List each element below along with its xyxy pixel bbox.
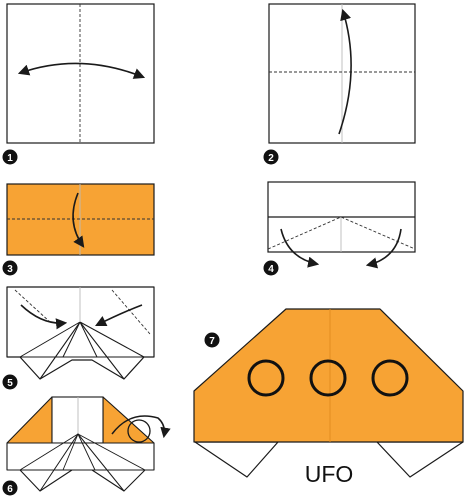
- folded-edge-line: [62, 433, 79, 471]
- step-7-panel: UFO 7: [193, 308, 464, 487]
- result-label: UFO: [305, 461, 354, 487]
- step-5-panel: 5: [2, 286, 155, 390]
- step-number: 3: [7, 264, 13, 275]
- folded-edge-line: [77, 433, 96, 471]
- valley-fold-line: [14, 289, 51, 323]
- step-number: 7: [209, 336, 215, 347]
- step-2-panel: 2: [263, 3, 416, 165]
- step-badge: [2, 260, 18, 276]
- step-badge: [263, 149, 279, 165]
- step-3-panel: 3: [2, 183, 155, 276]
- step-number: 2: [268, 153, 274, 164]
- turn-over-arrow: [111, 415, 171, 439]
- fold-arrow-left: [20, 304, 68, 330]
- step-1-panel: 1: [2, 3, 155, 165]
- bottom-flaps: [6, 442, 155, 492]
- left-colored-flap: [6, 396, 53, 444]
- turn-over-circle: [127, 419, 151, 443]
- fold-arrow: [17, 62, 146, 79]
- left-leg: [194, 441, 279, 478]
- porthole-window: [371, 359, 409, 397]
- step-6-panel: 6: [2, 396, 171, 496]
- step-number: 6: [7, 484, 13, 495]
- step-number: 1: [7, 153, 13, 164]
- porthole-window: [247, 359, 285, 397]
- step-badge: [2, 149, 18, 165]
- step-4-panel: 4: [263, 181, 416, 276]
- step-badge: [2, 480, 18, 496]
- valley-fold-line: [267, 216, 416, 250]
- porthole-window: [309, 359, 347, 397]
- ufo-body: [193, 308, 464, 443]
- folded-edge-line: [79, 321, 145, 358]
- folded-edge-line: [62, 321, 81, 358]
- fold-arrow-right: [94, 304, 143, 327]
- step-badge: [263, 260, 279, 276]
- step-badge: [204, 332, 220, 348]
- fold-arrow-right: [365, 228, 402, 269]
- fold-arrow-left: [280, 228, 320, 268]
- folded-edge-line: [19, 433, 79, 471]
- step-number: 4: [268, 264, 274, 275]
- fold-arrow: [72, 192, 85, 248]
- paper-shape: [6, 286, 155, 380]
- folded-edge-line: [79, 321, 98, 358]
- fold-arrow: [338, 8, 352, 135]
- step-badge: [2, 374, 18, 390]
- folded-edge-line: [19, 321, 81, 358]
- folded-edge-line: [77, 433, 146, 471]
- right-leg: [376, 441, 464, 478]
- paper-rectangle: [6, 183, 155, 256]
- step-number: 5: [7, 378, 13, 389]
